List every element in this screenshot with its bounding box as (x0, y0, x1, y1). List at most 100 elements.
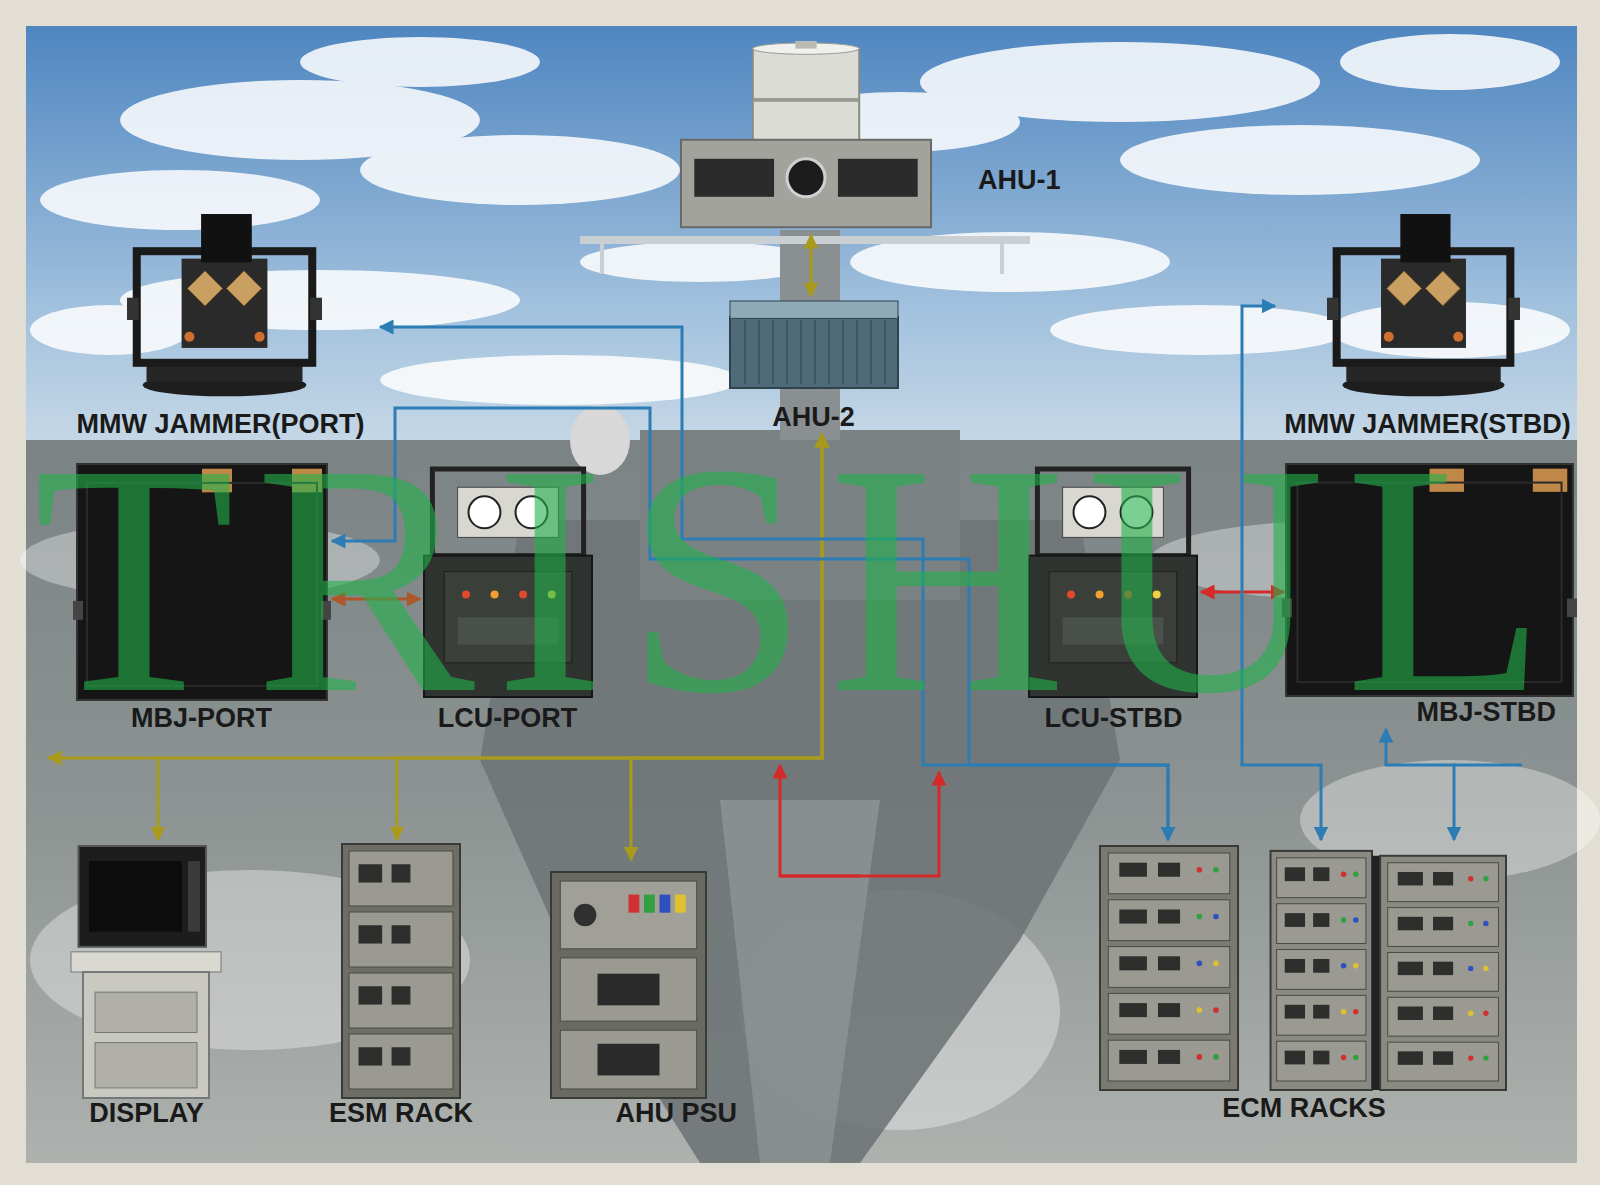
equipment-illustration (1433, 962, 1453, 975)
bus-wire (780, 765, 860, 876)
equipment-illustration (349, 973, 453, 1028)
equipment-illustration (1213, 1007, 1219, 1013)
equipment-illustration (1100, 846, 1506, 1090)
equipment-illustration (1337, 251, 1511, 363)
equipment-illustration (1387, 271, 1422, 306)
equipment-unit: ECM RACKS (1098, 840, 1510, 1125)
equipment-illustration (1372, 856, 1380, 1090)
equipment-illustration (137, 251, 313, 363)
equipment-illustration (1468, 1055, 1473, 1060)
equipment-illustration (1483, 966, 1488, 971)
equipment-illustration (127, 214, 322, 400)
equipment-illustration (1384, 332, 1394, 342)
equipment-illustration (1119, 956, 1147, 970)
equipment-illustration (127, 298, 139, 320)
equipment-illustration (392, 925, 411, 943)
equipment-illustration (753, 98, 859, 102)
equipment-illustration (1341, 871, 1346, 876)
equipment-illustration (226, 271, 261, 306)
equipment-illustration (342, 844, 460, 1098)
equipment-illustration (1313, 1051, 1329, 1065)
equipment-illustration (392, 986, 411, 1004)
equipment-illustration (1158, 863, 1180, 877)
equipment-illustration (1285, 1005, 1305, 1019)
equipment-illustration (870, 320, 872, 384)
equipment-illustration (1433, 872, 1453, 885)
equipment-illustration (1433, 917, 1453, 930)
unit-label: ECM RACKS (1222, 1093, 1386, 1123)
equipment-illustration (1398, 1051, 1423, 1064)
equipment-illustration (828, 320, 830, 384)
equipment-illustration (1400, 214, 1450, 262)
equipment-illustration (89, 861, 182, 932)
equipment-illustration (1327, 214, 1520, 396)
equipment-illustration (1353, 963, 1358, 968)
equipment-illustration (1108, 993, 1229, 1034)
equipment-illustration (1197, 961, 1203, 967)
equipment-illustration (1277, 904, 1366, 944)
equipment-illustration (1313, 867, 1329, 881)
equipment-illustration (1353, 871, 1358, 876)
equipment-illustration (1468, 921, 1473, 926)
equipment-illustration (1285, 959, 1305, 973)
equipment-illustration (1398, 962, 1423, 975)
equipment-illustration (359, 925, 383, 943)
cloud (380, 355, 740, 405)
equipment-illustration (1197, 1007, 1203, 1013)
ship-silhouette (600, 244, 604, 274)
equipment-illustration (182, 259, 268, 348)
equipment-illustration (359, 986, 383, 1004)
equipment-illustration (673, 41, 939, 231)
connector-arrow (810, 235, 813, 296)
equipment-illustration (1353, 917, 1358, 922)
equipment-illustration (1468, 876, 1473, 881)
equipment-illustration (1285, 1051, 1305, 1065)
equipment-illustration (560, 1030, 696, 1089)
equipment-illustration (342, 844, 460, 1098)
equipment-illustration (1197, 1054, 1203, 1060)
equipment-illustration (884, 320, 886, 384)
equipment-illustration (83, 972, 209, 1098)
cloud (40, 170, 320, 230)
equipment-illustration (1453, 332, 1463, 342)
equipment-illustration (1353, 1009, 1358, 1014)
equipment-illustration (95, 992, 197, 1032)
equipment-illustration (574, 904, 597, 927)
bus-wire (48, 757, 158, 760)
equipment-illustration (1119, 863, 1147, 877)
equipment-illustration (730, 317, 898, 388)
equipment-illustration (1213, 961, 1219, 967)
equipment-illustration (787, 159, 825, 197)
cloud (1340, 34, 1560, 90)
equipment-illustration (1213, 867, 1219, 873)
equipment-illustration (1388, 997, 1499, 1036)
equipment-illustration (1483, 921, 1488, 926)
equipment-illustration (1380, 856, 1506, 1090)
equipment-illustration (1327, 214, 1520, 400)
equipment-illustration (814, 320, 816, 384)
equipment-illustration (1353, 1055, 1358, 1060)
equipment-illustration (255, 332, 265, 342)
bus-wire (1454, 764, 1522, 767)
equipment-unit: MMW JAMMER(PORT) (61, 209, 380, 441)
equipment-illustration (681, 140, 931, 227)
equipment-illustration (730, 301, 898, 318)
equipment-illustration (1158, 956, 1180, 970)
equipment-illustration (838, 159, 918, 197)
equipment-illustration (551, 872, 706, 1098)
equipment-illustration (1327, 298, 1339, 320)
equipment-unit: AHU PSU (551, 860, 745, 1130)
cloud (1050, 305, 1350, 355)
equipment-illustration (1285, 913, 1305, 927)
equipment-illustration (359, 864, 383, 882)
equipment-illustration (1388, 1042, 1499, 1081)
equipment-illustration (342, 844, 460, 1098)
cloud (1120, 125, 1480, 195)
equipment-illustration (629, 895, 640, 913)
equipment-illustration (1388, 863, 1499, 902)
equipment-illustration (1285, 867, 1305, 881)
equipment-illustration (551, 872, 706, 1098)
equipment-illustration (1508, 298, 1520, 320)
equipment-unit: ESM RACK (322, 840, 480, 1130)
